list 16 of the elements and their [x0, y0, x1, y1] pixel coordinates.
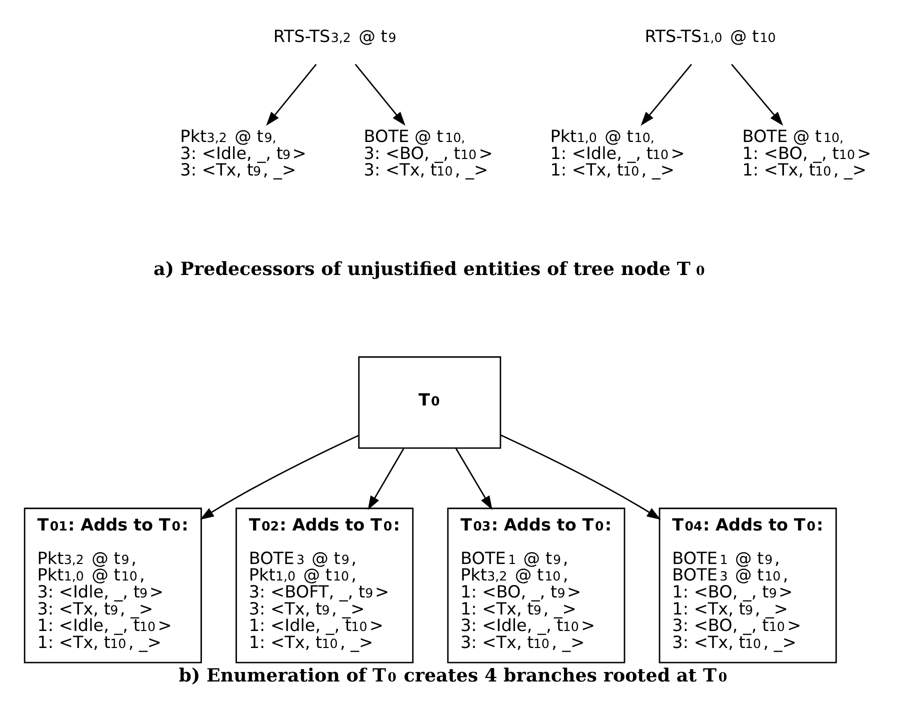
arrow [354, 64, 406, 126]
arrow [731, 64, 784, 126]
node-text: Pkt3,2 @ t9, 3: <Idle, _, t9> 3: <Tx, t9, _> [180, 126, 306, 180]
node-text: Pkt1,0 @ t10, 1: <Idle, _, t10> 1: <Tx, t10, _> [550, 126, 685, 180]
arrow [200, 434, 359, 520]
arrow [455, 448, 492, 510]
arrow [368, 448, 404, 510]
node-text: BOTE @ t10, 1: <BO, _, t10> 1: <Tx, t10, _> [742, 126, 872, 180]
node-box: T0 [358, 356, 502, 449]
arrow [500, 434, 661, 520]
arrow [266, 64, 317, 126]
arrow [640, 64, 692, 126]
node-text: RTS-TS3,2 @ t9 [273, 26, 396, 46]
node-box: T01: Adds to T0: Pkt3,2 @ t9, Pkt1,0 @ t10, 3: <Idle, _, t9> 3: <Tx, t9, _> 1: <Idle, _, t10> 1: <Tx, t10, _> [24, 508, 202, 664]
node-text: RTS-TS1,0 @ t10 [644, 26, 776, 46]
caption: b) Enumeration of T0 creates 4 branches rooted at T0 [178, 665, 728, 686]
